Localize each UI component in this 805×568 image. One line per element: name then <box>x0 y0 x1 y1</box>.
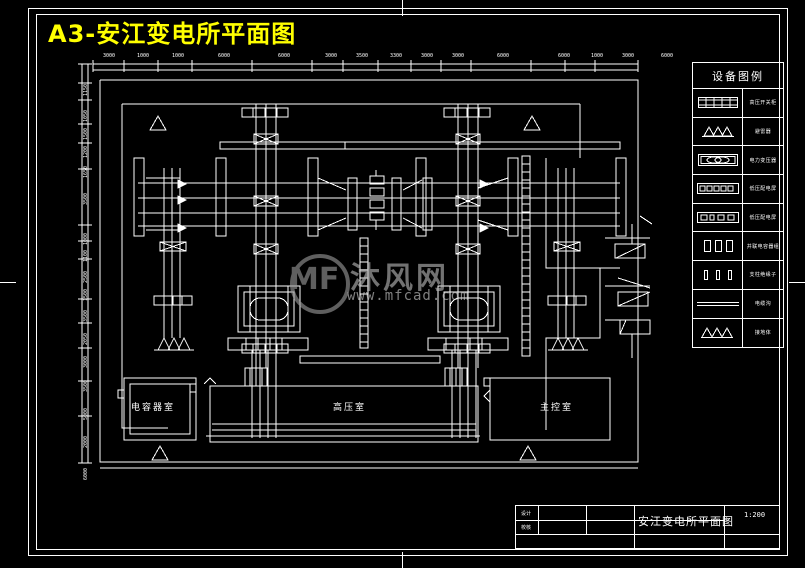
dim-left-2: 1500 <box>83 127 89 140</box>
dim-top-1: 1000 <box>137 53 150 59</box>
tb-label-check: 校核 <box>521 525 532 531</box>
tb-divider-v4 <box>724 506 725 550</box>
double-line-cable-icon <box>693 289 743 318</box>
dim-left-5: 3500 <box>83 192 89 205</box>
dim-left-3: 1200 <box>83 145 89 158</box>
dim-top-11: 6000 <box>558 53 571 59</box>
dim-top-8: 3000 <box>421 53 434 59</box>
dim-left-14: 5000 <box>83 407 89 420</box>
legend-row-switchgear: 高压开关柜 <box>693 89 783 118</box>
dim-top-6: 3500 <box>356 53 369 59</box>
tb-divider-h1 <box>516 520 724 521</box>
reg-tick-right <box>789 282 805 283</box>
legend-label-earthing: 接地体 <box>754 330 772 337</box>
page-title: A3-安江变电所平面图 <box>48 20 297 48</box>
legend-row-insulator: 支柱绝缘子 <box>693 261 783 290</box>
dim-left-7: 1100 <box>83 249 89 262</box>
room-label-high-voltage-room: 高压室 <box>333 403 367 413</box>
tb-drawing-name: 安江变电所平面图 <box>638 515 734 528</box>
legend-label-cable-trench: 电缆沟 <box>754 301 772 308</box>
dim-top-0: 3000 <box>103 53 116 59</box>
dim-left-12: 3000 <box>83 355 89 368</box>
lv-panel-cells-alt-icon <box>693 203 743 232</box>
support-insulator-three-icon <box>693 261 743 289</box>
dim-top-5: 3000 <box>325 53 338 59</box>
legend-label-lv-panel-b: 低压配电屏 <box>749 215 777 222</box>
dim-left-15: 2000 <box>83 435 89 448</box>
legend-row-capacitor-bank: 并联电容器组 <box>693 232 783 262</box>
dim-left-11: 2050 <box>83 332 89 345</box>
legend-label-switchgear: 高压开关柜 <box>749 100 777 107</box>
dim-top-3: 6000 <box>218 53 231 59</box>
sheet-outer-border <box>28 8 788 556</box>
title-block: 设计 校核 安江变电所平面图 1:200 <box>515 505 780 550</box>
tb-divider-v5 <box>634 534 635 550</box>
legend-table: 设备图例 高压开关柜 避雷器 <box>692 62 784 348</box>
dim-left-16: 6000 <box>83 467 89 480</box>
dim-left-8: 2500 <box>83 270 89 283</box>
dim-top-4: 6000 <box>278 53 291 59</box>
dim-top-7: 3300 <box>390 53 403 59</box>
reg-tick-bottom <box>402 552 403 568</box>
lv-panel-cells-icon <box>693 175 743 203</box>
dim-top-10: 6000 <box>497 53 510 59</box>
tb-scale: 1:200 <box>744 511 766 519</box>
legend-row-earthing: 接地体 <box>693 318 783 348</box>
room-label-main-control-room: 主控室 <box>540 403 574 413</box>
tb-divider-v1 <box>538 506 539 534</box>
dim-top-14: 6000 <box>661 53 674 59</box>
capacitor-bank-three-icon <box>693 232 743 261</box>
legend-label-capacitor-bank: 并联电容器组 <box>746 243 780 250</box>
room-label-capacitor-room: 电容器室 <box>131 403 176 413</box>
legend-row-arrester: 避雷器 <box>693 117 783 147</box>
dim-left-1: 1050 <box>83 109 89 122</box>
legend-label-arrester: 避雷器 <box>754 129 772 136</box>
lightning-arrester-triple-icon <box>693 117 743 146</box>
dim-left-4: 1650 <box>83 165 89 178</box>
legend-label-insulator: 支柱绝缘子 <box>749 272 777 279</box>
dim-left-0: 1150 <box>83 83 89 96</box>
sheet-inner-border <box>36 14 780 550</box>
transformer-oval-icon <box>693 146 743 175</box>
legend-row-cable-trench: 电缆沟 <box>693 289 783 319</box>
legend-row-transformer: 电力变压器 <box>693 146 783 176</box>
dim-top-13: 3000 <box>622 53 635 59</box>
legend-row-lv-panel-a: 低压配电屏 <box>693 175 783 204</box>
legend-row-lv-panel-b: 低压配电屏 <box>693 203 783 233</box>
tb-divider-h2 <box>516 534 779 535</box>
dim-left-10: 3500 <box>83 309 89 322</box>
dim-left-13: 3500 <box>83 379 89 392</box>
dim-left-6: 1000 <box>83 232 89 245</box>
tb-divider-v3 <box>634 506 635 534</box>
tb-label-design: 设计 <box>521 511 532 517</box>
dim-top-9: 3000 <box>452 53 465 59</box>
dim-left-9: 1500 <box>83 288 89 301</box>
legend-label-lv-panel-a: 低压配电屏 <box>749 186 777 193</box>
substation-plan-graphic <box>78 60 653 469</box>
earthing-triangles-icon <box>693 318 743 348</box>
legend-header: 设备图例 <box>693 63 783 89</box>
switchgear-cubicle-row-icon <box>693 89 743 117</box>
reg-tick-left <box>0 282 16 283</box>
dim-top-12: 1000 <box>591 53 604 59</box>
legend-label-transformer: 电力变压器 <box>749 157 777 164</box>
dim-top-2: 1000 <box>172 53 185 59</box>
tb-divider-v2 <box>586 506 587 534</box>
